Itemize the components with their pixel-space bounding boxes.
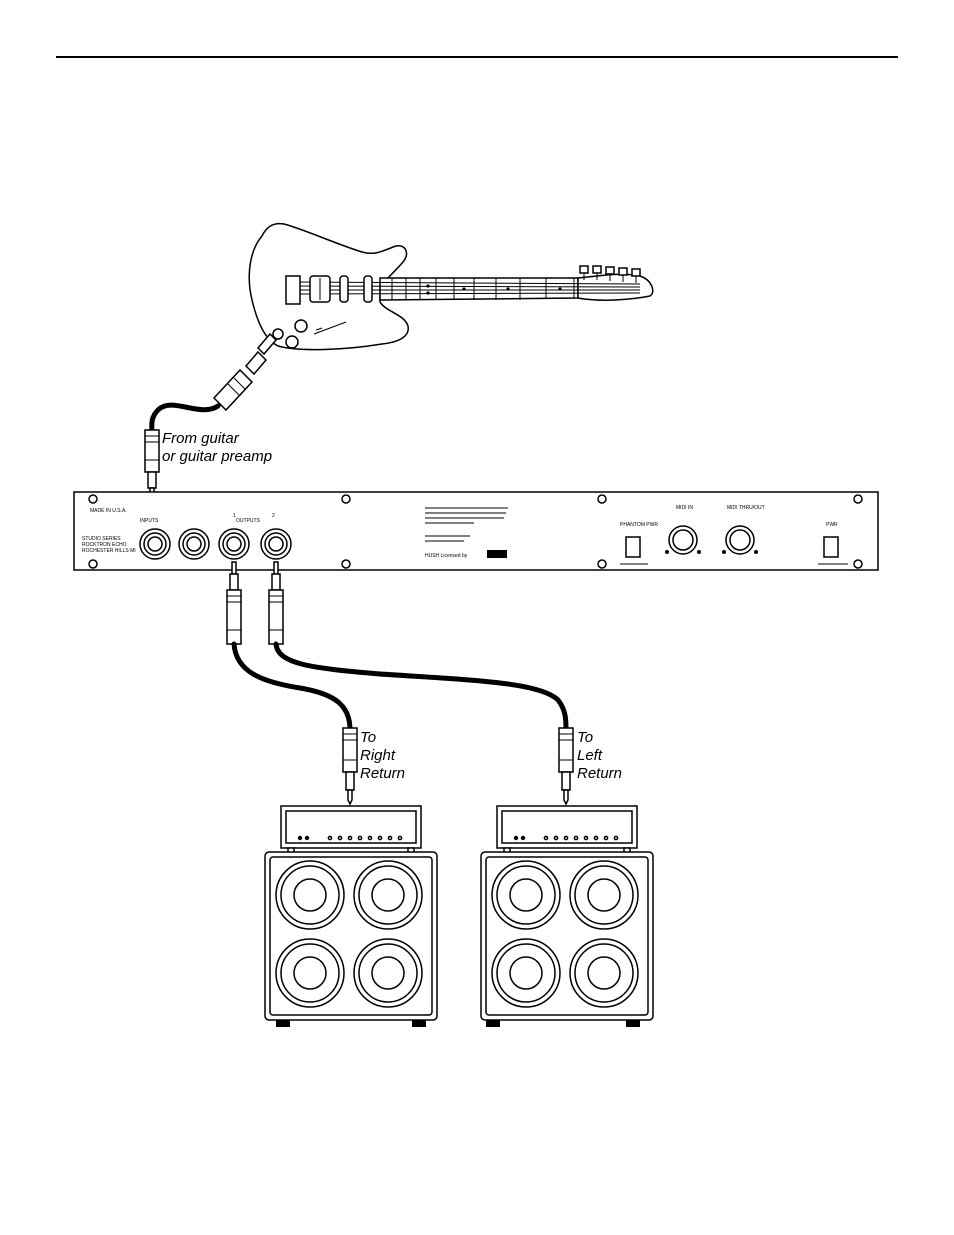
panel-made-in: MADE IN U.S.A. — [90, 508, 127, 514]
amplifier-stack-right-icon — [265, 806, 437, 1027]
label-right-return: Return — [360, 765, 405, 782]
panel-outputs-label: OUTPUTS — [236, 518, 261, 524]
panel-midi-thru-label: MIDI THRU/OUT — [727, 505, 765, 511]
panel-midi-in-label: MIDI IN — [676, 505, 693, 511]
panel-power-label: PWR — [826, 522, 838, 528]
label-right-to: To — [360, 729, 376, 746]
label-left-to: To — [577, 729, 593, 746]
phantom-power-switch-icon — [626, 537, 640, 557]
output-jack-1-icon — [219, 529, 249, 559]
label-left-return: Return — [577, 765, 622, 782]
amplifier-stack-left-icon — [481, 806, 653, 1027]
label-right-right: Right — [360, 747, 396, 764]
rack-unit-panel: MADE IN U.S.A. STUDIO SERIES ROCKTRON EC… — [74, 492, 878, 570]
input-jack-icon — [140, 529, 170, 559]
input-cable — [145, 352, 266, 502]
label-or-guitar-preamp: or guitar preamp — [162, 448, 272, 465]
panel-output-2-number: 2 — [272, 513, 275, 519]
output-cable-right — [227, 562, 357, 804]
output-cable-left — [269, 562, 573, 804]
panel-output-1-number: 1 — [233, 513, 236, 519]
panel-licensed: HUSH Licensed by — [425, 553, 468, 559]
power-switch-icon — [824, 537, 838, 557]
panel-inputs-label: INPUTS — [140, 518, 159, 524]
electric-guitar-icon — [249, 224, 653, 354]
input-jack-2-icon — [179, 529, 209, 559]
label-left-left: Left — [577, 747, 603, 764]
label-from-guitar: From guitar — [162, 430, 240, 447]
output-jack-2-icon — [261, 529, 291, 559]
panel-phantom-label: PHANTOM PWR — [620, 522, 658, 528]
hush-logo-icon — [487, 550, 507, 558]
panel-series-3: ROCHESTER HILLS MI — [82, 548, 136, 554]
